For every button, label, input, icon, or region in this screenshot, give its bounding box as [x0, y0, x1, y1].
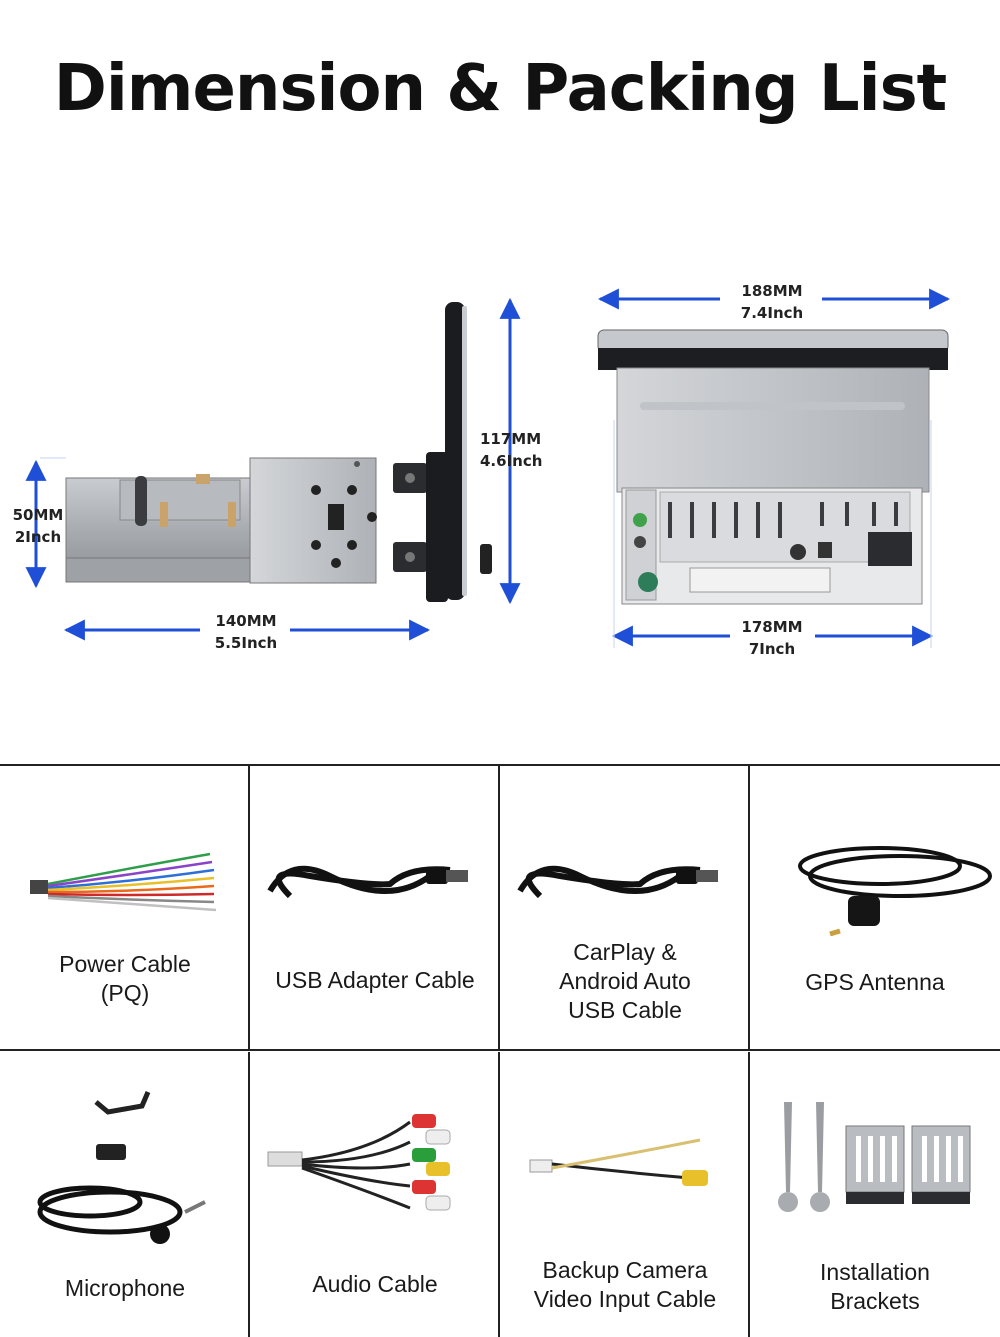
microphone-label: Microphone [64, 1275, 186, 1301]
carplay-cable-image [517, 865, 718, 899]
packing-item-microphone: Microphone [0, 1052, 250, 1337]
packing-item-audio-cable: Audio Cable [250, 1052, 500, 1337]
carplay-label-2: Android Auto [559, 968, 691, 994]
packing-item-carplay-cable: CarPlay & Android Auto USB Cable [500, 766, 750, 1051]
packing-item-installation-brackets: Installation Brackets [750, 1052, 1000, 1337]
usb-adapter-cable-image [267, 865, 468, 899]
microphone-image [37, 1091, 206, 1244]
screen-height-inch: 4.6Inch [480, 452, 543, 470]
side-view-unit [25, 297, 521, 641]
packing-item-gps-antenna: GPS Antenna [750, 766, 1000, 1051]
top-width-mm: 188MM [741, 282, 803, 300]
power-cable-image [30, 852, 217, 912]
top-width-label: 188MM 7.4Inch [722, 280, 822, 324]
installation-brackets-image [778, 1102, 971, 1212]
audio-cable-image [267, 1114, 451, 1211]
packing-list-grid: Power Cable (PQ) USB Adapter Cable CarPl… [0, 764, 1000, 1337]
brackets-label-1: Installation [820, 1259, 930, 1285]
backup-camera-label-1: Backup Camera [542, 1257, 708, 1283]
usb-adapter-label: USB Adapter Cable [275, 967, 475, 993]
carplay-label-3: USB Cable [568, 997, 682, 1023]
top-width-inch: 7.4Inch [740, 304, 804, 322]
screen-height-label: 117MM 4.6Inch [480, 428, 550, 472]
side-height-inch: 2Inch [14, 528, 62, 546]
packing-item-power-cable: Power Cable (PQ) [0, 766, 250, 1051]
backup-camera-cable-image [529, 1138, 708, 1186]
backup-camera-label-2: Video Input Cable [533, 1286, 717, 1312]
page-title: Dimension & Packing List [53, 52, 948, 126]
brackets-label-2: Brackets [830, 1288, 920, 1314]
side-depth-label: 140MM 5.5Inch [196, 610, 296, 654]
gps-antenna-label: GPS Antenna [805, 969, 945, 995]
audio-cable-label: Audio Cable [312, 1271, 438, 1297]
bottom-width-mm: 178MM [741, 618, 803, 636]
packing-item-usb-adapter: USB Adapter Cable [250, 766, 500, 1051]
packing-item-backup-camera-cable: Backup Camera Video Input Cable [500, 1052, 750, 1337]
power-cable-label-2: (PQ) [100, 980, 150, 1006]
rear-view-unit [597, 288, 951, 648]
side-depth-inch: 5.5Inch [214, 634, 278, 652]
gps-antenna-image [798, 846, 992, 936]
dimension-diagram: 50MM 2Inch 140MM 5.5Inch 117MM 4.6Inch 1… [0, 280, 1000, 680]
bottom-width-label: 178MM 7Inch [722, 616, 822, 660]
screen-height-mm: 117MM [480, 430, 542, 448]
bottom-width-inch: 7Inch [748, 640, 796, 658]
side-depth-mm: 140MM [215, 612, 277, 630]
side-height-mm: 50MM [12, 506, 64, 524]
carplay-label-1: CarPlay & [573, 939, 677, 965]
power-cable-label-1: Power Cable [59, 951, 191, 977]
side-height-label: 50MM 2Inch [6, 504, 70, 548]
